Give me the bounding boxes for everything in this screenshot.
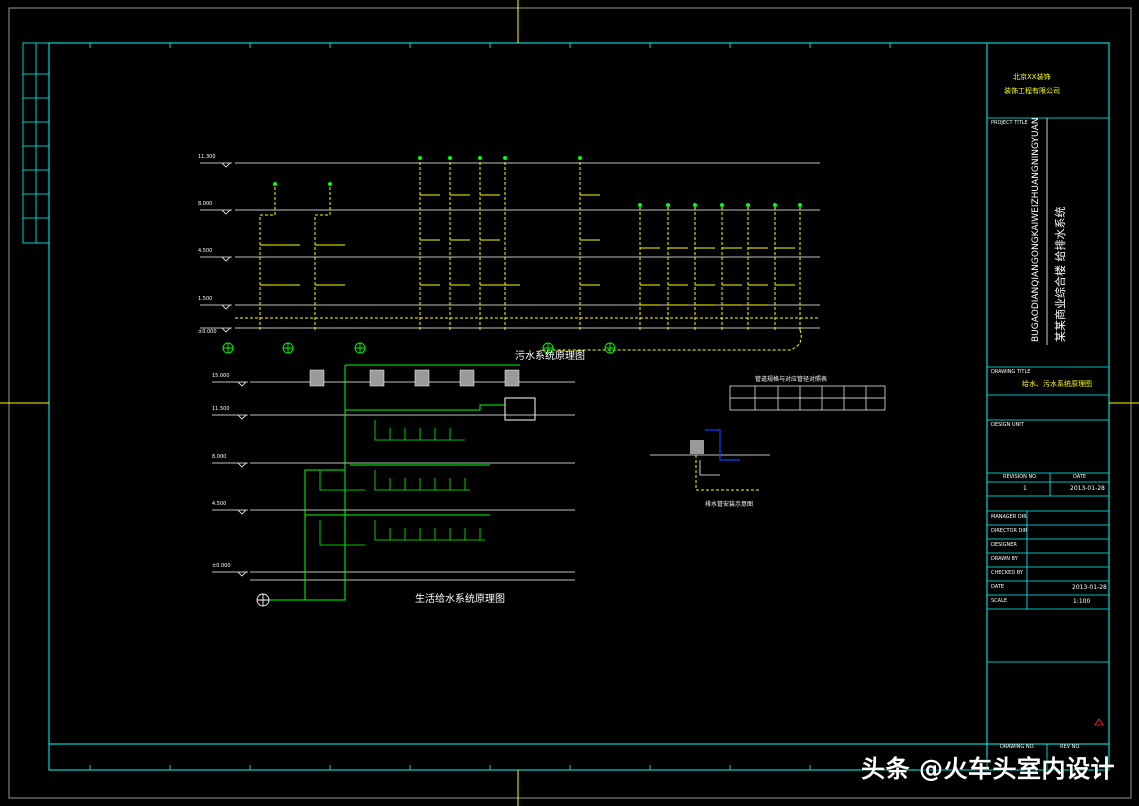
water-branches [319,420,485,546]
water-floor-lines [250,381,575,581]
roof-tanks [309,369,520,387]
drain-elevation-label: ±0.000 [198,329,217,335]
drain-system-diagram [200,156,820,354]
drain-vent-caps [273,156,802,207]
water-mains [268,364,536,601]
left-strip [22,42,50,244]
drain-elevation-label: 4.500 [198,248,213,254]
border-ticks [89,43,891,770]
revision-label: REVISION NO. [1003,474,1038,480]
date-label: DATE [1073,474,1087,480]
water-elevation-label: 11.500 [212,406,230,412]
drawing-title-label: DRAWING TITLE [991,369,1031,375]
water-elevation-label: 8.000 [212,454,227,460]
revision-date: 2013-01-28 [1070,485,1105,492]
drain-risers [235,160,820,351]
revision-no: 1 [1023,485,1027,492]
water-meter [256,593,270,607]
water-elevation-label: 4.500 [212,501,227,507]
tb-row-label: DRAWN BY [991,556,1018,562]
detail-title: 排水管安装示意图 [705,501,754,508]
water-level-marks [212,381,248,577]
water-supply-diagram [212,364,575,607]
water-elevation-label: 15.000 [212,373,230,379]
title-block-grid [987,117,1109,770]
drawing-title: 给水、污水系统原理图 [1022,380,1092,388]
water-elevation-label: ±0.000 [212,563,231,569]
north-arrow [1094,718,1104,726]
design-unit-label: DESIGN UNIT [991,422,1024,428]
pipe-detail-diagram [650,429,770,491]
drain-elevation-label: 1.500 [198,296,213,302]
tb-row-label: CHECKED BY [991,570,1023,576]
tb-row-label: DIRECTOR DIR [991,528,1028,534]
water-diagram-title: 生活给水系统原理图 [415,594,505,605]
drain-level-marks [200,162,232,333]
drawing-no-label: DRAWING NO. [1000,744,1035,750]
tb-row-label: DATE [991,584,1005,590]
tb-date-value: 2013-01-28 [1072,584,1107,591]
tb-row-label: SCALE [991,598,1008,604]
tb-row-label: MANAGER DIR [991,514,1027,520]
legend-title: 管道规格与对应管径对照表 [755,376,828,383]
project-title-label: PROJECT TITLE [991,120,1028,126]
company-name-line2: 装饰工程有限公司 [1004,87,1060,95]
tb-scale-value: 1:100 [1073,598,1091,605]
company-name-line1: 北京XX装饰 [1013,73,1051,81]
drain-diagram-title: 污水系统原理图 [515,351,585,362]
pipe-size-table [729,385,886,411]
rev-no-label: REV NO. [1060,744,1081,750]
watermark: 头条 @火车头室内设计 [861,755,1115,783]
drain-branches [260,194,795,306]
drain-outlets [222,342,616,354]
drain-elevation-label: 11.300 [198,154,216,160]
project-name-vertical: 某某商业综合楼 给排水系统 [1054,206,1067,343]
drain-elevation-label: 8.000 [198,201,213,207]
tb-row-label: DESIGNER [991,542,1017,548]
project-title-vertical: BUGAODIANQIANGONGKAIWEIZHUANGNINGYUAN [1031,117,1041,342]
drain-floor-lines [235,162,820,329]
